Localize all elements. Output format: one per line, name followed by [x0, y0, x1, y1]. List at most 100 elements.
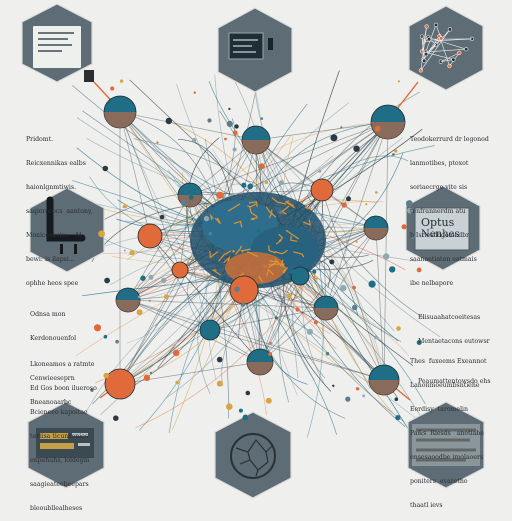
- small-node: [345, 397, 350, 402]
- small-node: [161, 278, 166, 283]
- text-line: soriaecrge vite sis: [410, 184, 489, 192]
- small-node: [265, 181, 269, 185]
- text-block-top-left: Pridomt. Reicxennikas ealbs haionlgnmtiw…: [26, 120, 93, 296]
- small-node: [98, 230, 105, 237]
- text-line: tertisa ticunsonies: [30, 433, 97, 441]
- small-node: [271, 219, 273, 221]
- small-node: [259, 163, 265, 169]
- mini-node: [422, 59, 426, 63]
- small-node: [189, 195, 194, 200]
- small-node: [268, 352, 272, 356]
- fibre-line: [120, 112, 220, 198]
- small-node: [402, 224, 407, 229]
- network-node: [200, 320, 220, 340]
- mini-node: [424, 52, 428, 56]
- text-line: Moniceoasis... Al: [26, 232, 93, 240]
- small-node: [246, 391, 251, 396]
- small-node: [150, 372, 152, 374]
- small-node: [232, 250, 234, 252]
- small-node: [140, 276, 145, 281]
- mini-node: [425, 25, 429, 29]
- small-node: [192, 138, 197, 143]
- small-node: [226, 403, 233, 410]
- small-node: [241, 183, 246, 188]
- small-node: [156, 141, 158, 143]
- hex-panel-top-center: [218, 8, 292, 92]
- mini-node: [434, 23, 438, 27]
- network-node: [172, 262, 188, 278]
- text-line: onsesaoodbe imolaoers: [410, 454, 487, 462]
- small-node: [234, 287, 239, 292]
- small-node: [217, 381, 223, 387]
- small-node: [279, 180, 284, 185]
- small-node: [228, 108, 230, 110]
- small-node: [362, 395, 365, 398]
- small-node: [383, 253, 389, 259]
- small-node: [243, 415, 249, 421]
- hex-panel-bottom-center: [215, 412, 291, 498]
- small-node: [224, 138, 227, 141]
- small-node: [175, 381, 179, 385]
- small-node: [269, 342, 272, 345]
- small-node: [110, 86, 114, 90]
- small-node: [217, 357, 223, 363]
- network-node: [230, 276, 258, 304]
- mini-node: [464, 47, 468, 51]
- small-node: [103, 166, 109, 172]
- small-node: [138, 296, 141, 299]
- small-node: [353, 146, 359, 152]
- node-half: [247, 362, 273, 375]
- small-node: [164, 294, 169, 299]
- small-node: [340, 285, 346, 291]
- small-node: [394, 149, 397, 152]
- small-node: [124, 205, 128, 209]
- small-node: [194, 92, 196, 94]
- small-node: [94, 324, 101, 331]
- node-half: [369, 380, 399, 395]
- mini-node: [458, 51, 462, 55]
- small-node: [342, 202, 347, 207]
- small-node: [113, 415, 119, 421]
- small-node: [233, 130, 238, 135]
- text-line: tenfrannerdm atu: [410, 208, 489, 216]
- mini-node: [452, 58, 456, 62]
- small-node: [314, 320, 318, 324]
- small-node: [104, 335, 108, 339]
- small-node: [149, 275, 154, 280]
- small-node: [247, 184, 253, 190]
- small-node: [181, 200, 188, 207]
- small-node: [352, 286, 356, 290]
- small-node: [216, 192, 223, 199]
- small-node: [124, 250, 126, 252]
- small-node: [241, 302, 245, 306]
- mini-node: [427, 37, 431, 41]
- small-node: [275, 317, 278, 320]
- small-node: [330, 134, 337, 141]
- small-node: [392, 153, 395, 156]
- small-node: [329, 259, 334, 264]
- text-line: Eerdisy taromelin: [410, 406, 487, 414]
- small-node: [166, 118, 172, 124]
- small-node: [374, 335, 378, 339]
- small-node: [395, 415, 400, 420]
- text-block-top-right: Teodokerrurd dr legonod lanmotibes, ptox…: [410, 120, 489, 296]
- text-line: Odnsa mon: [30, 311, 76, 319]
- node-half: [116, 300, 140, 312]
- text-block-low-left: Lkoneamos a ratmte Ed Gos boon ilueroso …: [30, 345, 97, 521]
- small-node: [395, 397, 399, 401]
- small-node: [296, 308, 300, 312]
- small-node: [207, 118, 211, 122]
- small-node: [340, 126, 342, 128]
- small-node: [332, 385, 334, 387]
- small-node: [227, 121, 233, 127]
- hex-panel-top-right: [409, 6, 483, 90]
- text-line: ibe nelbapore: [410, 280, 489, 288]
- text-line: saqiorarocs aantony,: [26, 208, 93, 216]
- text-line: Ed Gos boon ilueroso: [30, 385, 97, 393]
- small-node: [104, 278, 110, 284]
- small-node: [375, 191, 378, 194]
- network-node: [138, 224, 162, 248]
- small-node: [266, 398, 272, 404]
- small-node: [263, 264, 267, 268]
- small-node: [173, 350, 180, 357]
